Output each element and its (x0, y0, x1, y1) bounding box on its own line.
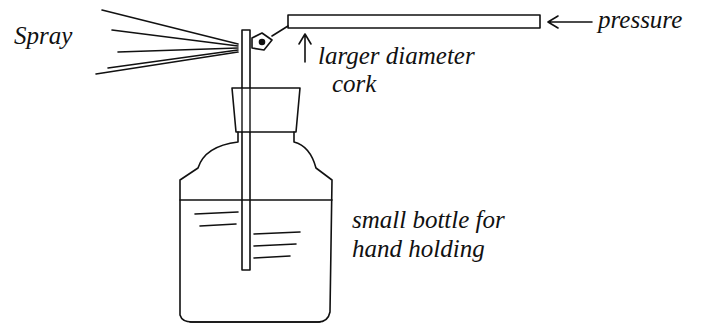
pressure-label: pressure (598, 6, 682, 35)
pivot (260, 40, 265, 45)
liquid-surface (180, 199, 332, 201)
vertical-tube (242, 30, 250, 270)
spray-lines (96, 10, 238, 74)
pressure-arrow (548, 16, 592, 28)
bottle (180, 132, 332, 322)
spray-label: Spray (14, 22, 72, 51)
liquid-hatching (195, 212, 300, 258)
note-label: small bottle for hand holding (352, 206, 537, 264)
cork-label: cork (332, 70, 376, 99)
nozzle-joint (252, 33, 272, 50)
part-label: larger diameter (318, 42, 475, 71)
pointer-arrow (299, 34, 311, 62)
cork (232, 88, 300, 132)
tube-joint (272, 26, 288, 36)
horizontal-tube (288, 15, 540, 28)
